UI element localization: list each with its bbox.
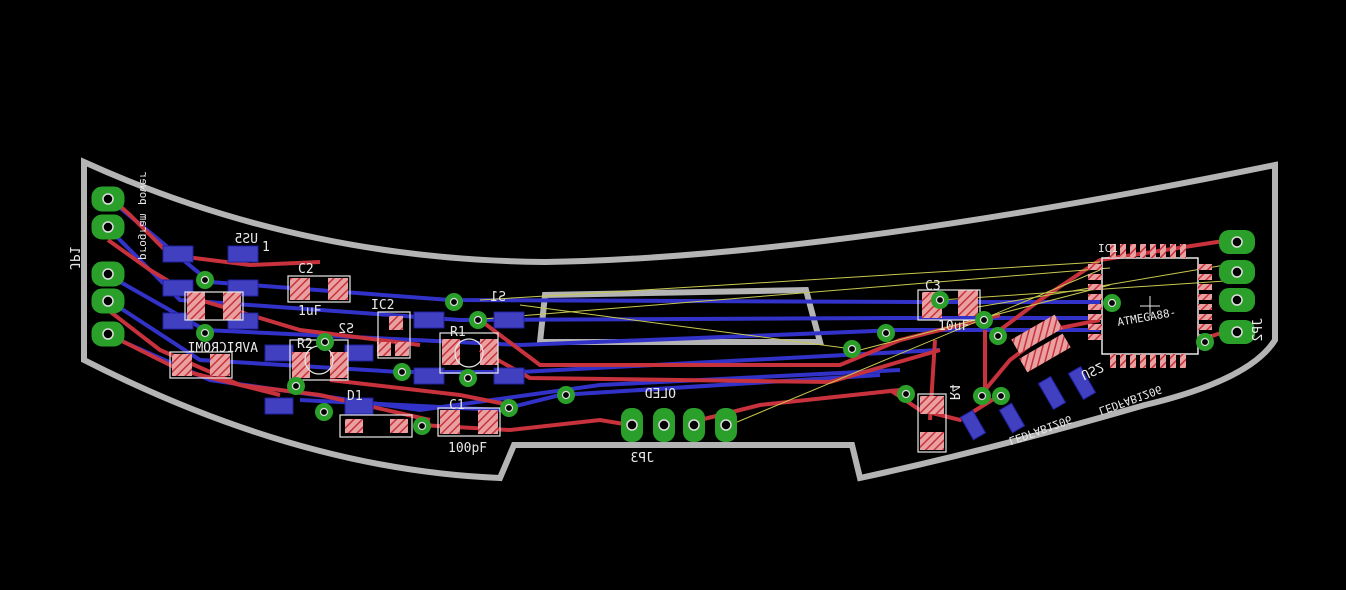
ic1-atmega <box>1088 244 1212 368</box>
header-jp3 <box>621 408 737 442</box>
bottom-pads <box>162 245 1097 441</box>
label-d1: D1 <box>347 389 363 404</box>
board-outline <box>81 157 1278 482</box>
label-pin1: 1 <box>262 240 270 255</box>
label-c2-value: 1uF <box>298 304 322 319</box>
label-r4: R4 <box>946 384 961 400</box>
label-mirror-avr: AVRICROMI <box>188 341 258 356</box>
label-c3-value: 10uF <box>938 319 969 334</box>
label-jp2: JP2 <box>1251 318 1266 341</box>
label-jp1: JP1 <box>66 247 81 270</box>
header-jp1 <box>91 186 125 347</box>
label-c1: C1 <box>449 398 465 413</box>
label-ic2: IC2 <box>371 298 394 313</box>
label-oled: OLED <box>645 387 676 402</box>
label-c3: C3 <box>925 279 941 294</box>
label-us5: US5 <box>235 232 258 247</box>
top-pads <box>172 278 1071 450</box>
label-program: program <box>137 213 150 260</box>
label-ic1: IC1 <box>1098 242 1118 255</box>
label-s1: S1 <box>490 290 506 305</box>
center-cutout <box>536 286 824 345</box>
vias <box>196 271 1214 435</box>
label-c1-value: 100pF <box>448 441 487 456</box>
label-r1: R1 <box>450 325 466 340</box>
header-jp2 <box>1219 230 1255 344</box>
label-r2: R2 <box>297 337 313 352</box>
silkscreen-outlines <box>169 275 981 453</box>
label-ic1-value: ATMEGA88- <box>1116 306 1177 329</box>
label-c2: C2 <box>298 262 314 277</box>
label-us2: US2 <box>1078 358 1106 382</box>
label-power: power <box>137 172 150 205</box>
label-s2: S2 <box>338 322 354 337</box>
label-jp3: JP3 <box>631 451 654 466</box>
